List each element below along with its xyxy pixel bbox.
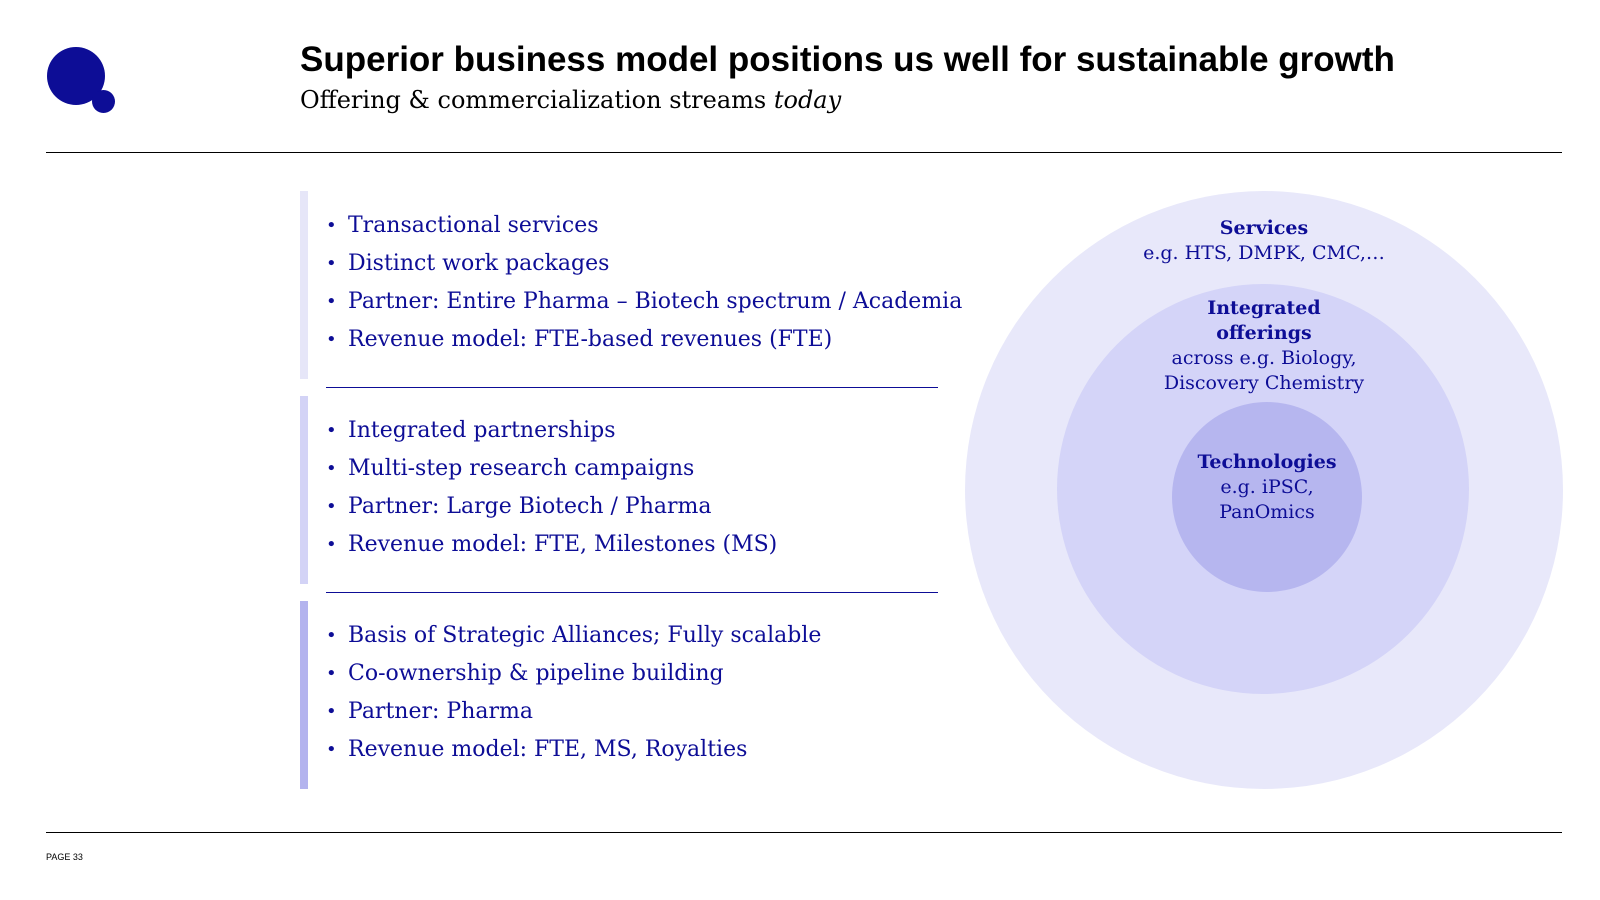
- services-heading: Services: [1219, 217, 1309, 239]
- technologies-text: e.g. iPSC,: [1220, 476, 1314, 498]
- page-number: PAGE 33: [46, 852, 83, 862]
- stream-accent-bar: [300, 601, 308, 789]
- bullet-item: Partner: Pharma: [326, 693, 821, 731]
- bullet-item: Revenue model: FTE-based revenues (FTE): [326, 321, 962, 359]
- services-text: e.g. HTS, DMPK, CMC,…: [1143, 242, 1385, 264]
- integrated-offerings-text: across e.g. Biology,: [1171, 347, 1357, 369]
- slide-title: Superior business model positions us wel…: [300, 40, 1395, 79]
- logo-small-dot: [92, 90, 115, 113]
- stream-divider: [326, 592, 938, 593]
- stream-bullet-list: Basis of Strategic Alliances; Fully scal…: [326, 617, 821, 769]
- company-logo: [0, 0, 130, 130]
- bullet-item: Distinct work packages: [326, 245, 962, 283]
- integrated-offerings-heading: offerings: [1216, 322, 1312, 344]
- bullet-item: Transactional services: [326, 207, 962, 245]
- stream-accent-bar: [300, 191, 308, 379]
- integrated-offerings-heading: Integrated: [1207, 297, 1321, 319]
- bullet-item: Revenue model: FTE, MS, Royalties: [326, 731, 821, 769]
- stream-bullet-list: Transactional services Distinct work pac…: [326, 207, 962, 359]
- services-label: Services e.g. HTS, DMPK, CMC,…: [1114, 216, 1414, 266]
- header-rule: [46, 152, 1562, 153]
- integrated-offerings-label: Integrated offerings across e.g. Biology…: [1114, 296, 1414, 396]
- stream-bullet-list: Integrated partnerships Multi-step resea…: [326, 412, 777, 564]
- bullet-item: Partner: Large Biotech / Pharma: [326, 488, 777, 526]
- technologies-text: PanOmics: [1219, 501, 1315, 523]
- bullet-item: Multi-step research campaigns: [326, 450, 777, 488]
- stream-integrated: Integrated partnerships Multi-step resea…: [300, 396, 960, 584]
- stream-divider: [326, 387, 938, 388]
- footer-rule: [46, 832, 1562, 833]
- subtitle-emphasis: today: [773, 86, 842, 114]
- integrated-offerings-text: Discovery Chemistry: [1163, 372, 1365, 394]
- stream-transactional: Transactional services Distinct work pac…: [300, 191, 962, 379]
- subtitle-text: Offering & commercialization streams: [300, 86, 774, 114]
- bullet-item: Basis of Strategic Alliances; Fully scal…: [326, 617, 821, 655]
- bullet-item: Co-ownership & pipeline building: [326, 655, 821, 693]
- technologies-circle: [1172, 402, 1362, 592]
- stream-strategic: Basis of Strategic Alliances; Fully scal…: [300, 601, 960, 789]
- slide-subtitle: Offering & commercialization streams tod…: [300, 86, 841, 114]
- bullet-item: Partner: Entire Pharma – Biotech spectru…: [326, 283, 962, 321]
- technologies-label: Technologies e.g. iPSC, PanOmics: [1167, 450, 1367, 525]
- bullet-item: Integrated partnerships: [326, 412, 777, 450]
- bullet-item: Revenue model: FTE, Milestones (MS): [326, 526, 777, 564]
- stream-accent-bar: [300, 396, 308, 584]
- technologies-heading: Technologies: [1197, 451, 1337, 473]
